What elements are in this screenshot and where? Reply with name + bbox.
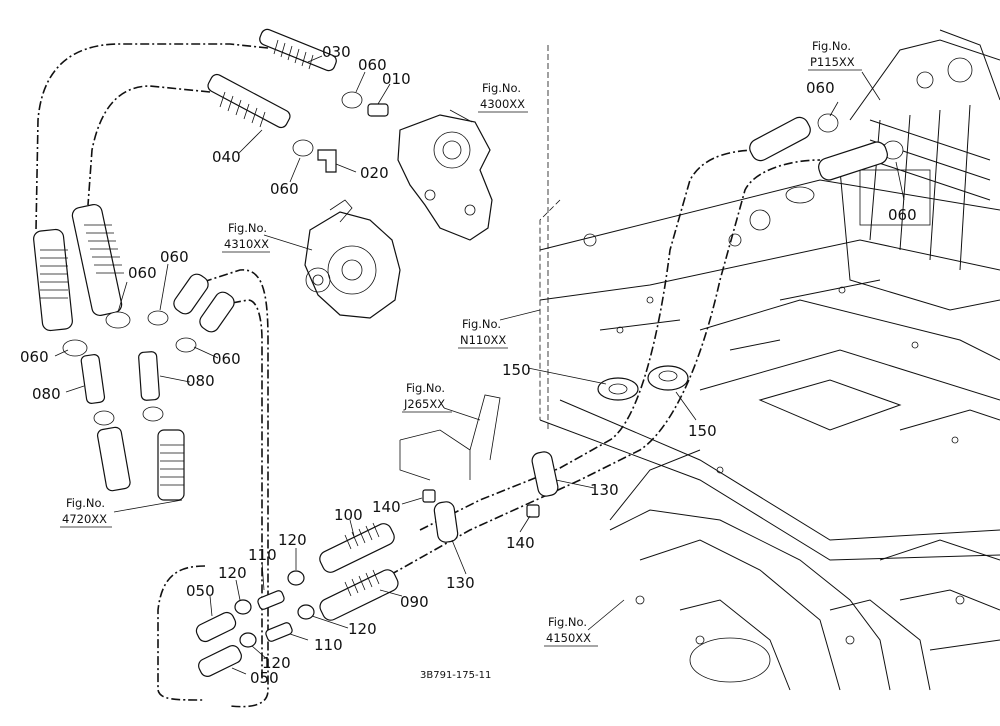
fig-ref-4720: Fig.No. 4720XX xyxy=(60,496,112,528)
label-120: 120 xyxy=(348,620,377,638)
label-040: 040 xyxy=(212,148,241,166)
label-050: 050 xyxy=(186,582,215,600)
fig-ref-N110: Fig.No. N110XX xyxy=(458,317,508,349)
label-130: 130 xyxy=(590,481,619,499)
label-110: 110 xyxy=(314,636,343,654)
engine-components xyxy=(304,114,493,319)
fig-ref-P115: Fig.No. P115XX xyxy=(808,39,862,71)
fig-ref-4150: Fig.No. 4150XX xyxy=(544,615,598,647)
svg-text:Fig.No.: Fig.No. xyxy=(482,81,521,95)
label-010: 010 xyxy=(382,70,411,88)
label-110: 110 xyxy=(248,546,277,564)
fig-ref-4310: Fig.No. 4310XX xyxy=(222,221,270,253)
heater-hoses xyxy=(35,43,821,708)
label-120: 120 xyxy=(278,531,307,549)
label-060: 060 xyxy=(212,350,241,368)
svg-text:P115XX: P115XX xyxy=(810,55,855,69)
hose-parts xyxy=(33,28,904,677)
svg-text:4300XX: 4300XX xyxy=(480,97,525,111)
label-060: 060 xyxy=(358,56,387,74)
label-080: 080 xyxy=(186,372,215,390)
label-140: 140 xyxy=(506,534,535,552)
label-120: 120 xyxy=(218,564,247,582)
label-150: 150 xyxy=(688,422,717,440)
svg-text:4310XX: 4310XX xyxy=(224,237,269,251)
label-090: 090 xyxy=(400,593,429,611)
svg-text:4720XX: 4720XX xyxy=(62,512,107,526)
label-140: 140 xyxy=(372,498,401,516)
label-060: 060 xyxy=(160,248,189,266)
svg-text:Fig.No.: Fig.No. xyxy=(548,615,587,629)
machine-frame xyxy=(539,29,1000,691)
label-060: 060 xyxy=(270,180,299,198)
svg-text:Fig.No.: Fig.No. xyxy=(812,39,851,53)
drawing-code: 3B791-175-11 xyxy=(420,670,491,681)
label-080: 080 xyxy=(32,385,61,403)
svg-text:Fig.No.: Fig.No. xyxy=(228,221,267,235)
leader-lines xyxy=(54,55,905,675)
svg-text:Fig.No.: Fig.No. xyxy=(406,381,445,395)
label-100: 100 xyxy=(334,506,363,524)
label-060: 060 xyxy=(806,79,835,97)
svg-text:J265XX: J265XX xyxy=(403,397,445,411)
fig-ref-4300: Fig.No. 4300XX xyxy=(478,81,528,113)
label-030: 030 xyxy=(322,43,351,61)
label-060: 060 xyxy=(128,264,157,282)
part-labels: 030 060 010 040 060 020 060 060 060 060 … xyxy=(20,43,917,687)
label-020: 020 xyxy=(360,164,389,182)
label-120: 120 xyxy=(262,654,291,672)
svg-text:Fig.No.: Fig.No. xyxy=(462,317,501,331)
svg-text:4150XX: 4150XX xyxy=(546,631,591,645)
svg-text:Fig.No.: Fig.No. xyxy=(66,496,105,510)
label-050: 050 xyxy=(250,669,279,687)
label-150: 150 xyxy=(502,361,531,379)
svg-text:N110XX: N110XX xyxy=(460,333,506,347)
fig-ref-J265: Fig.No. J265XX xyxy=(402,381,452,413)
label-060: 060 xyxy=(888,206,917,224)
label-130: 130 xyxy=(446,574,475,592)
label-060: 060 xyxy=(20,348,49,366)
